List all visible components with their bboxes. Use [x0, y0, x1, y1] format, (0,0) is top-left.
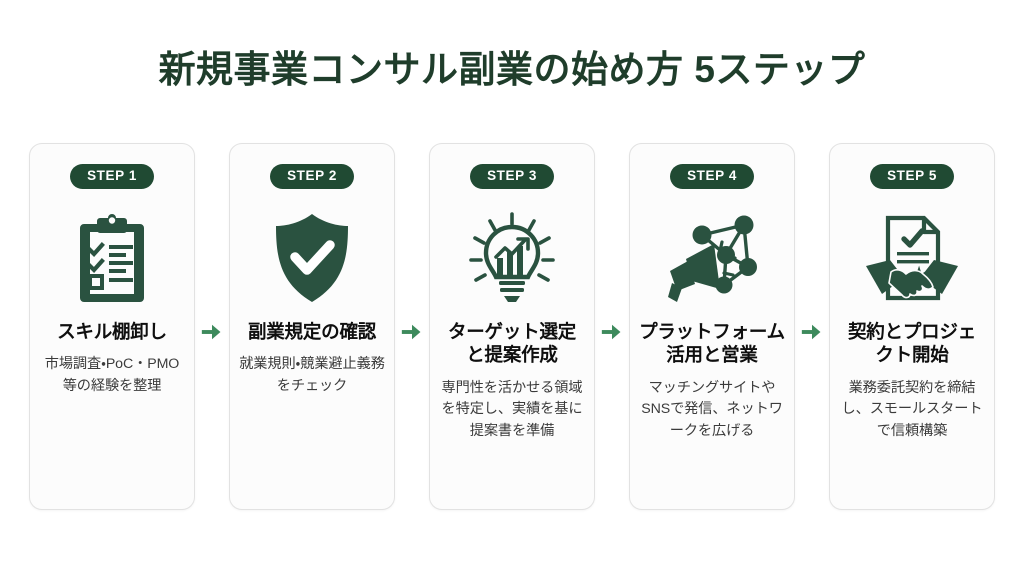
- arrow-right-icon-4: [801, 143, 823, 510]
- step-body-2: 就業規則・競業避止義務をチェック: [239, 356, 385, 394]
- page-title: 新規事業コンサル副業の始め方 5ステップ: [158, 49, 866, 90]
- step-card-3[interactable]: STEP 3: [429, 143, 595, 510]
- step-title-3: ターゲット選定と提案作成: [447, 320, 577, 366]
- step-card-5[interactable]: STEP 5 契約とプロジェクト開始 業務委託契約を締結し、スモールスタートで信…: [829, 143, 995, 510]
- step-card-4[interactable]: STEP 4: [629, 143, 795, 510]
- step-body-3: 専門性を活かせる領域を特定し、実績を基に提案書を準備: [441, 379, 583, 439]
- shield-check-icon: [270, 206, 354, 310]
- step-card-1[interactable]: STEP 1 スキル棚卸し 市場調査・PoC・PMO等の経験を整理: [29, 143, 195, 510]
- step-badge-2: STEP 2: [270, 164, 354, 189]
- step-title-5: 契約とプロジェクト開始: [847, 320, 977, 366]
- step-badge-5: STEP 5: [870, 164, 954, 189]
- step-title-2: 副業規定の確認: [247, 320, 377, 342]
- step-card-2[interactable]: STEP 2 副業規定の確認 就業規則・競業避止義務をチェック: [229, 143, 395, 510]
- handshake-contract-icon: [864, 206, 960, 310]
- lightbulb-growth-chart-icon: [466, 206, 558, 310]
- step-badge-3: STEP 3: [470, 164, 554, 189]
- megaphone-network-icon: [662, 206, 762, 310]
- clipboard-checklist-icon: [74, 206, 150, 310]
- step-badge-1: STEP 1: [70, 164, 154, 189]
- arrow-right-icon-1: [201, 143, 223, 510]
- step-body-5: 業務委託契約を締結し、スモールスタートで信頼構築: [841, 379, 983, 439]
- arrow-right-icon-3: [601, 143, 623, 510]
- step-badge-4: STEP 4: [670, 164, 754, 189]
- arrow-right-icon-2: [401, 143, 423, 510]
- steps-row: STEP 1 スキル棚卸し 市場調査・PoC・PMO等の経験を整理: [0, 143, 1024, 510]
- step-title-4: プラットフォーム活用と営業: [639, 320, 785, 366]
- step-title-1: スキル棚卸し: [57, 320, 167, 342]
- step-body-4: マッチングサイトやSNSで発信、ネットワークを広げる: [641, 379, 783, 439]
- step-body-1: 市場調査・PoC・PMO等の経験を整理: [44, 356, 180, 394]
